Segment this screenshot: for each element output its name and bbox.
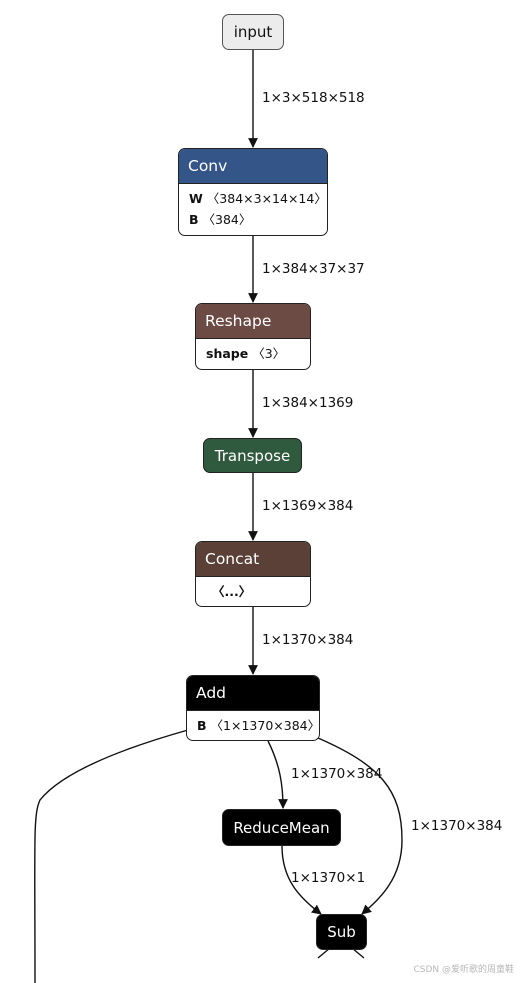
attr-name: shape bbox=[206, 346, 249, 361]
attr-value: 〈384〉 bbox=[202, 212, 252, 227]
node-sub-label: Sub bbox=[327, 923, 356, 941]
node-conv-label: Conv bbox=[188, 157, 228, 175]
watermark: CSDN @爱听歌的周童鞋 bbox=[413, 965, 514, 975]
node-add-label: Add bbox=[196, 684, 227, 702]
node-conv[interactable]: Conv W〈384×3×14×14〉 B〈384〉 bbox=[178, 148, 328, 236]
edge-label-concat-add: 1×1370×384 bbox=[262, 632, 354, 648]
node-conv-attr-w: W〈384×3×14×14〉 bbox=[189, 188, 327, 209]
edge-label-reshape-transpose: 1×384×1369 bbox=[262, 395, 354, 411]
attr-value: 〈384×3×14×14〉 bbox=[206, 191, 327, 206]
edge-add-sub bbox=[317, 737, 403, 915]
edge-label-transpose-concat: 1×1369×384 bbox=[262, 498, 354, 514]
node-concat[interactable]: Concat 〈...〉 bbox=[195, 541, 311, 607]
node-concat-attr-inputs: 〈...〉 bbox=[206, 581, 300, 602]
node-reshape-header: Reshape bbox=[196, 304, 310, 339]
attr-value: 〈...〉 bbox=[212, 584, 252, 599]
node-transpose-label: Transpose bbox=[214, 446, 291, 465]
attr-name: B bbox=[197, 718, 207, 733]
node-reducemean[interactable]: ReduceMean bbox=[222, 809, 341, 846]
node-concat-header: Concat bbox=[196, 542, 310, 577]
edge-label-conv-reshape: 1×384×37×37 bbox=[262, 261, 365, 277]
edge-label-reducemean-sub: 1×1370×1 bbox=[291, 870, 366, 886]
node-reshape-attr-shape: shape〈3〉 bbox=[206, 343, 300, 364]
attr-name: W bbox=[189, 191, 203, 206]
edge-add-offscreen bbox=[34, 729, 189, 983]
node-input-label: input bbox=[233, 23, 273, 41]
node-input[interactable]: input bbox=[222, 14, 284, 50]
edge-reducemean-sub bbox=[281, 845, 322, 915]
node-add-header: Add bbox=[187, 676, 319, 711]
node-conv-header: Conv bbox=[179, 149, 327, 184]
attr-value: 〈3〉 bbox=[252, 346, 286, 361]
edge-label-input-conv: 1×3×518×518 bbox=[262, 90, 365, 106]
edge-add-reducemean bbox=[267, 740, 288, 809]
node-conv-attr-b: B〈384〉 bbox=[189, 209, 317, 230]
node-transpose[interactable]: Transpose bbox=[203, 438, 302, 473]
node-reducemean-label: ReduceMean bbox=[233, 818, 330, 837]
node-reshape-label: Reshape bbox=[205, 312, 272, 330]
edge-label-add-reducemean: 1×1370×384 bbox=[291, 766, 383, 782]
node-sub[interactable]: Sub bbox=[316, 914, 367, 950]
node-add[interactable]: Add B〈1×1370×384〉 bbox=[186, 675, 320, 741]
attr-value: 〈1×1370×384〉 bbox=[210, 718, 320, 733]
node-add-attr-b: B〈1×1370×384〉 bbox=[197, 715, 319, 736]
edge-label-add-sub: 1×1370×384 bbox=[411, 818, 503, 834]
node-concat-label: Concat bbox=[205, 550, 260, 568]
attr-name: B bbox=[189, 212, 199, 227]
node-reshape[interactable]: Reshape shape〈3〉 bbox=[195, 303, 311, 370]
